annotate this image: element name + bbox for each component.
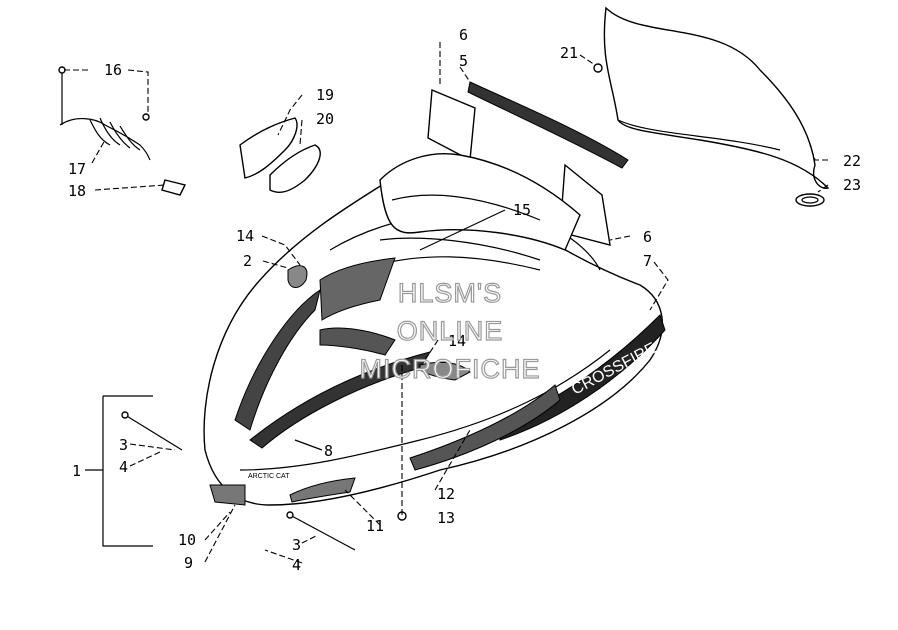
watermark-line-2: ONLINE xyxy=(397,316,504,346)
hinge-bolt-lower xyxy=(286,511,356,551)
callout-3: 3 xyxy=(292,536,301,554)
callout-4: 4 xyxy=(292,556,301,574)
windshield-screw xyxy=(593,63,603,73)
spring-strap xyxy=(59,117,151,161)
vent-grille xyxy=(319,257,396,356)
callout-labels: 1 2 3 3 4 4 5 6 6 7 8 9 10 11 12 13 14 1… xyxy=(68,26,861,574)
callout-7: 7 xyxy=(643,252,652,270)
hood-trim-inner xyxy=(269,144,321,193)
callout-6: 6 xyxy=(643,228,652,246)
callout-18: 18 xyxy=(68,182,86,200)
callout-19: 19 xyxy=(316,86,334,104)
callout-16: 16 xyxy=(104,61,122,79)
callout-8: 8 xyxy=(324,442,333,460)
callout-11: 11 xyxy=(366,517,384,535)
hood xyxy=(203,170,664,506)
front-side-decal xyxy=(289,477,356,503)
watermark-line-1: HLSM'S xyxy=(398,278,502,308)
watermark: HLSM'S ONLINE MICROFICHE xyxy=(359,277,541,384)
hood-emblem-center xyxy=(419,361,471,381)
visor-decal xyxy=(467,81,629,169)
leader-lines xyxy=(62,42,829,564)
grommet xyxy=(795,193,825,207)
retainer-screw xyxy=(142,113,150,121)
callout-14: 14 xyxy=(448,332,466,350)
callout-12: 12 xyxy=(437,485,455,503)
callout-9: 9 xyxy=(184,554,193,572)
watermark-line-3: MICROFICHE xyxy=(360,354,541,384)
callout-23: 23 xyxy=(843,176,861,194)
front-emblem: ARCTIC CAT xyxy=(209,473,290,506)
hinge-bolt-upper xyxy=(121,411,183,451)
callout-1: 1 xyxy=(72,462,81,480)
callout-17: 17 xyxy=(68,160,86,178)
retainer-pin xyxy=(58,66,66,125)
callout-3: 3 xyxy=(119,436,128,454)
callout-10: 10 xyxy=(178,531,196,549)
lower-side-decal xyxy=(409,384,561,471)
windshield xyxy=(603,6,830,189)
callout-6: 6 xyxy=(459,26,468,44)
callout-15: 15 xyxy=(513,201,531,219)
retainer-clip xyxy=(161,179,187,196)
side-panel-upper xyxy=(427,88,476,162)
hood-trim-outer xyxy=(239,117,298,179)
callout-13: 13 xyxy=(437,509,455,527)
callout-21: 21 xyxy=(560,44,578,62)
brand-decal-text: ARCTIC CAT xyxy=(248,473,290,480)
callout-20: 20 xyxy=(316,110,334,128)
hood-emblem-left xyxy=(287,265,308,288)
callout-14: 14 xyxy=(236,227,254,245)
callout-22: 22 xyxy=(843,152,861,170)
stripe-decal-left xyxy=(234,288,321,431)
callout-4: 4 xyxy=(119,458,128,476)
callout-5: 5 xyxy=(459,52,468,70)
callout-2: 2 xyxy=(243,252,252,270)
dash-console xyxy=(379,153,581,261)
